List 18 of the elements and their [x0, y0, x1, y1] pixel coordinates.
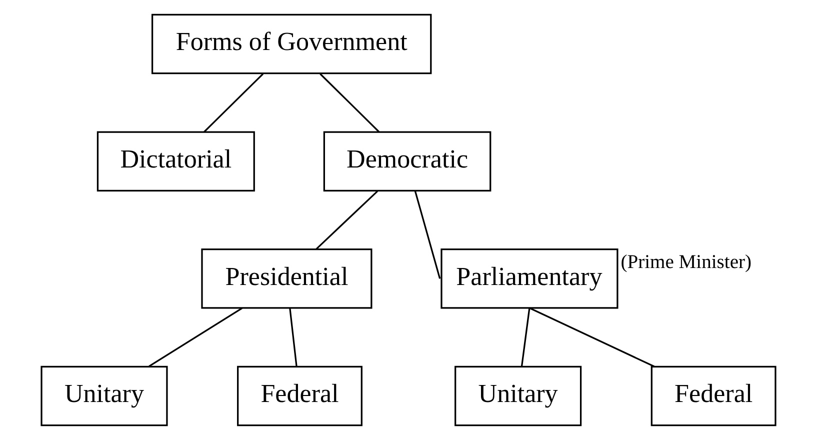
connector	[319, 73, 380, 132]
connector	[203, 73, 264, 132]
node-box: Forms of Government	[151, 14, 432, 74]
connector	[315, 190, 378, 250]
node-box: Unitary	[454, 366, 582, 426]
node-box: Parliamentary	[440, 248, 618, 309]
node-box: Unitary	[40, 366, 168, 426]
node-box: Dictatorial	[96, 131, 254, 192]
connector	[288, 308, 297, 367]
node-box: Federal	[650, 366, 776, 426]
node-box: Democratic	[322, 131, 491, 192]
connector	[520, 308, 530, 367]
node-label: (Prime Minister)	[620, 252, 752, 274]
node-box: Presidential	[200, 248, 372, 309]
connector	[148, 307, 242, 368]
connector	[414, 190, 440, 279]
connector	[528, 307, 654, 368]
node-box: Federal	[236, 366, 362, 426]
